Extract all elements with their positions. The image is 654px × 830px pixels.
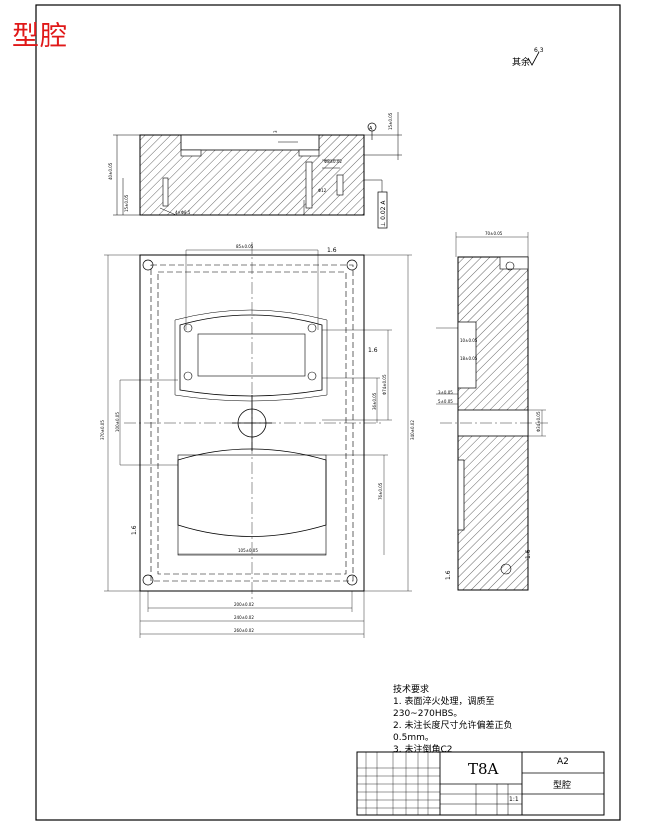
svg-text:10±0.05: 10±0.05 [460,338,478,343]
top-section-view: 40±0.05 15±0.05 15±0.05 4×Φ8.5 Φ8±0.02 Φ… [108,112,402,216]
part-name-label: 型腔 [553,781,572,791]
surface-note: 其余 [512,55,530,68]
svg-text:A: A [369,126,373,132]
sheet-border [35,4,621,821]
tech-requirement-line: 2. 未注长度尺寸允许偏差正负 [393,721,513,731]
svg-text:15±0.05: 15±0.05 [124,194,129,212]
svg-text:105±0.05: 105±0.05 [238,548,258,553]
tech-requirement-line: 0.5mm。 [393,733,434,743]
svg-text:Φ74±0.05: Φ74±0.05 [382,374,387,395]
svg-text:36±0.05: 36±0.05 [372,392,377,410]
svg-text:260±0.02: 260±0.02 [234,628,254,633]
svg-text:200±0.02: 200±0.02 [234,602,254,607]
scale-label: 1:1 [509,796,519,803]
svg-text:1.6: 1.6 [131,525,138,535]
svg-text:⊥ 0.02 A: ⊥ 0.02 A [380,200,387,227]
svg-text:1.6: 1.6 [368,347,378,354]
side-section-view: 70±0.05 Φ34±0.05 10±0.05 18±0.05 3±0.05 … [436,231,548,591]
surface-roughness-symbol [527,51,540,66]
datum-marker: A [367,122,377,140]
svg-text:370±0.05: 370±0.05 [100,420,105,440]
svg-text:1.6: 1.6 [445,570,452,580]
svg-text:1.6: 1.6 [525,549,532,559]
tech-requirement-line: 1. 表面淬火处理，调质至 [393,697,495,707]
geometric-tolerance-frame: ⊥ 0.02 A [377,191,388,229]
title-block [356,751,605,816]
svg-text:Φ8±0.02: Φ8±0.02 [324,159,342,164]
tech-requirement-line: 3. 未注倒角C2 [393,745,453,755]
svg-text:70±0.05: 70±0.05 [485,231,503,236]
corner-title: 型腔 [12,21,68,52]
svg-text:15±0.05: 15±0.05 [388,112,393,130]
svg-text:3±0.05: 3±0.05 [438,390,453,395]
svg-text:3: 3 [273,130,278,133]
sheet-size-label: A2 [557,757,569,767]
plan-view: 85±0.05 105±0.05 200±0.02 240±0.02 260±0… [100,242,415,638]
svg-text:18±0.05: 18±0.05 [460,356,478,361]
svg-text:4×Φ8.5: 4×Φ8.5 [175,210,191,215]
svg-text:76±0.05: 76±0.05 [378,482,383,500]
svg-text:1.6: 1.6 [327,247,337,254]
svg-text:240±0.02: 240±0.02 [234,615,254,620]
svg-text:5±0.05: 5±0.05 [438,399,453,404]
svg-text:85±0.05: 85±0.05 [236,244,254,249]
surface-note-text: 其余 [512,58,531,68]
tech-requirement-line: 230~270HBS。 [393,709,463,719]
svg-text:340±0.02: 340±0.02 [410,420,415,440]
svg-text:40±0.05: 40±0.05 [108,162,113,180]
material-label: T8A [468,760,499,778]
svg-text:100±0.05: 100±0.05 [115,412,120,432]
svg-text:Φ12: Φ12 [318,188,327,193]
tech-requirements-heading: 技术要求 [393,685,430,695]
svg-text:Φ34±0.05: Φ34±0.05 [536,411,541,432]
surface-note-value: 6.3 [534,47,544,54]
